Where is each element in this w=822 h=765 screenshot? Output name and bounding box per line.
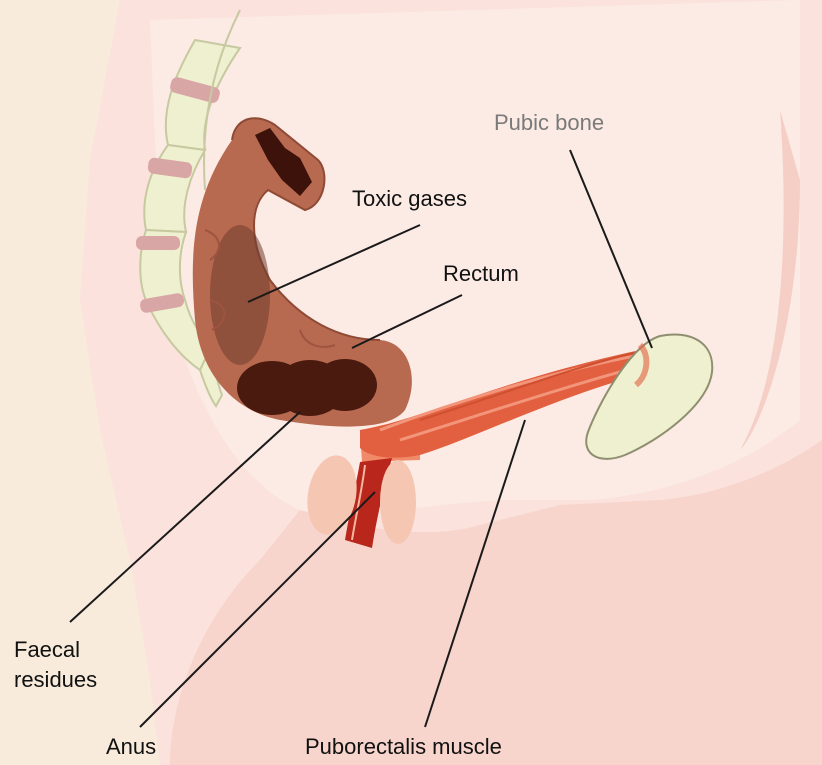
faecal-residues	[237, 359, 377, 416]
label-toxic-gases: Toxic gases	[352, 184, 467, 214]
label-anus: Anus	[106, 732, 156, 762]
label-faecal-residues: Faecal residues	[14, 635, 97, 695]
label-rectum: Rectum	[443, 259, 519, 289]
label-pubic-bone: Pubic bone	[494, 108, 604, 138]
label-puborectalis-muscle: Puborectalis muscle	[305, 732, 502, 762]
